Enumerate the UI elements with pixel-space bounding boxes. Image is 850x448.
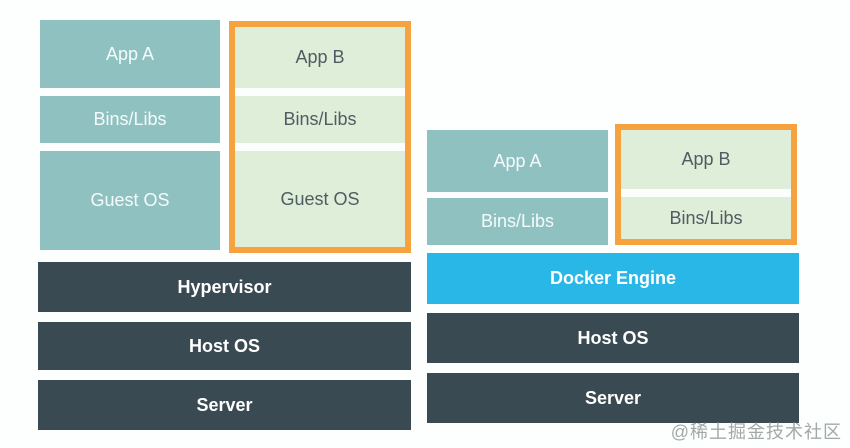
juejin-watermark: @稀土掘金技术社区 <box>670 422 842 442</box>
vm-app-a-block: App A <box>40 20 220 88</box>
hypervisor-block: Hypervisor <box>38 262 411 312</box>
vm-guest-os-b-block: Guest OS <box>235 151 405 247</box>
row-gap <box>621 189 791 197</box>
docker-server-block: Server <box>427 373 799 423</box>
vm-bins-libs-b-block: Bins/Libs <box>235 96 405 143</box>
vm-server-block: Server <box>38 380 411 430</box>
docker-app-a-block: App A <box>427 130 608 192</box>
docker-engine-block: Docker Engine <box>427 253 799 304</box>
docker-bins-libs-b-block: Bins/Libs <box>621 197 791 239</box>
docker-container-b-highlight-frame: App B Bins/Libs <box>615 124 797 245</box>
docker-bins-libs-a-block: Bins/Libs <box>427 198 608 245</box>
vm-guest-os-a-block: Guest OS <box>40 151 220 250</box>
vm-app-b-block: App B <box>235 27 405 88</box>
docker-host-os-block: Host OS <box>427 313 799 363</box>
docker-app-b-block: App B <box>621 130 791 189</box>
vm-bins-libs-a-block: Bins/Libs <box>40 96 220 143</box>
vm-host-os-block: Host OS <box>38 322 411 370</box>
row-gap <box>235 143 405 151</box>
vm-container-b-highlight-frame: App B Bins/Libs Guest OS <box>229 21 411 253</box>
row-gap <box>235 88 405 96</box>
